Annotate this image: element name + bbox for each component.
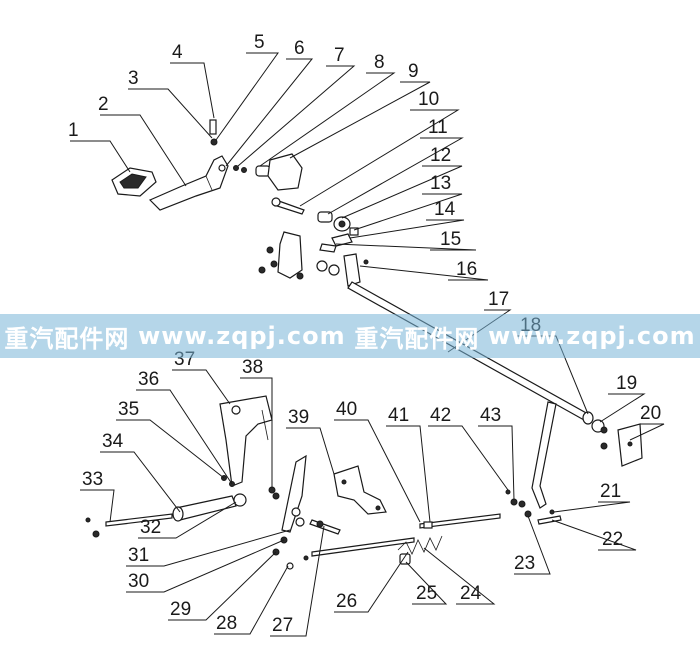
callout-42: 42	[430, 405, 451, 426]
watermark-text-url-2: www.zqpj.com	[488, 322, 696, 350]
callout-36: 36	[138, 369, 159, 390]
lower-linkage-assembly	[85, 395, 518, 570]
callout-10: 10	[418, 89, 439, 110]
callout-14: 14	[434, 199, 456, 220]
callout-1: 1	[68, 120, 79, 141]
callout-40: 40	[336, 399, 357, 420]
callout-34: 34	[102, 431, 124, 452]
callout-27: 27	[272, 615, 293, 636]
watermark-text-cn-2: 重汽配件网	[354, 324, 480, 353]
callout-35: 35	[118, 399, 139, 420]
watermark-text-url-1: www.zqpj.com	[138, 322, 346, 350]
callout-24: 24	[460, 583, 482, 604]
callout-32: 32	[140, 517, 161, 538]
callout-22: 22	[602, 529, 623, 550]
callout-17: 17	[488, 289, 509, 310]
callout-19: 19	[616, 373, 637, 394]
callout-11: 11	[428, 117, 448, 138]
callout-23: 23	[514, 553, 535, 574]
watermark-text-cn-1: 重汽配件网	[4, 324, 130, 353]
callout-28: 28	[216, 613, 237, 634]
callout-29: 29	[170, 599, 191, 620]
callout-13: 13	[430, 173, 451, 194]
callout-26: 26	[336, 591, 357, 612]
callout-4: 4	[172, 42, 183, 63]
watermark-banner: 重汽配件网 www.zqpj.com 重汽配件网 www.zqpj.com	[0, 314, 700, 358]
callout-16: 16	[456, 259, 477, 280]
callout-25: 25	[416, 583, 437, 604]
callout-30: 30	[128, 571, 149, 592]
callout-12: 12	[430, 145, 451, 166]
callout-43: 43	[480, 405, 501, 426]
callout-20: 20	[640, 403, 661, 424]
callout-41: 41	[388, 405, 409, 426]
callout-39: 39	[288, 407, 309, 428]
callout-5: 5	[254, 32, 265, 53]
right-bracket-assembly	[518, 401, 643, 525]
callout-7: 7	[334, 45, 345, 66]
callout-33: 33	[82, 469, 103, 490]
callout-21: 21	[600, 481, 621, 502]
upper-pedal-assembly	[111, 119, 589, 421]
callout-8: 8	[374, 52, 385, 73]
callout-31: 31	[128, 545, 149, 566]
callout-3: 3	[128, 68, 139, 89]
leader-lines	[70, 52, 665, 637]
callout-6: 6	[294, 38, 305, 59]
callout-38: 38	[242, 357, 263, 378]
callout-9: 9	[408, 61, 419, 82]
callout-2: 2	[98, 94, 109, 115]
callout-15: 15	[440, 229, 461, 250]
